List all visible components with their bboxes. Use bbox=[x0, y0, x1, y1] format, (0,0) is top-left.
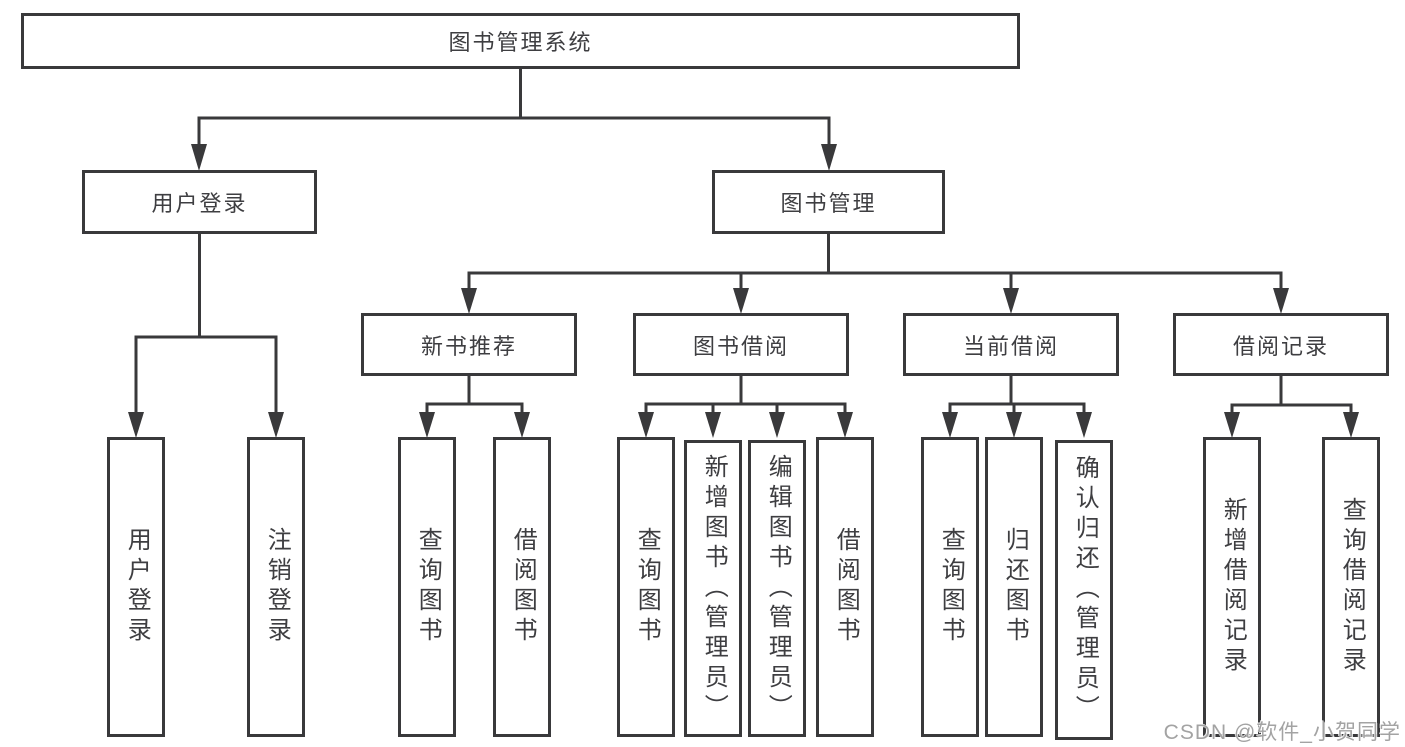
node-book-borrow: 图书借阅 bbox=[633, 313, 849, 376]
node-label: 借阅图书 bbox=[832, 527, 860, 647]
leaf-query-borrow-record: 查询借阅记录 bbox=[1322, 437, 1380, 737]
node-label: 用户登录 bbox=[123, 527, 151, 647]
node-label: 图书管理 bbox=[780, 191, 877, 216]
leaf-borrow-book: 借阅图书 bbox=[816, 437, 874, 737]
leaf-logout: 注销登录 bbox=[247, 437, 305, 737]
node-label: 新书推荐 bbox=[420, 333, 517, 359]
node-label: 确认归还（管理员） bbox=[1071, 455, 1099, 725]
leaf-query-book-borrow: 查询图书 bbox=[617, 437, 675, 737]
node-label: 用户登录 bbox=[151, 191, 248, 216]
node-label: 图书借阅 bbox=[692, 333, 789, 359]
leaf-add-borrow-record: 新增借阅记录 bbox=[1203, 437, 1261, 737]
node-new-book-recommend: 新书推荐 bbox=[361, 313, 577, 376]
leaf-borrow-book-recommend: 借阅图书 bbox=[493, 437, 551, 737]
node-label: 查询图书 bbox=[633, 527, 661, 647]
leaf-query-book-current: 查询图书 bbox=[921, 437, 979, 737]
node-label: 查询图书 bbox=[414, 527, 442, 647]
leaf-confirm-return-admin: 确认归还（管理员） bbox=[1055, 440, 1113, 740]
node-label: 归还图书 bbox=[1001, 527, 1029, 647]
node-label: 查询借阅记录 bbox=[1338, 497, 1366, 677]
node-label: 借阅记录 bbox=[1232, 333, 1329, 359]
node-label: 新增借阅记录 bbox=[1219, 497, 1247, 677]
leaf-edit-book-admin: 编辑图书（管理员） bbox=[748, 440, 806, 737]
node-label: 编辑图书（管理员） bbox=[764, 453, 792, 724]
node-label: 注销登录 bbox=[263, 527, 291, 647]
node-label: 查询图书 bbox=[937, 527, 965, 647]
watermark: CSDN @软件_小贺同学 bbox=[1163, 721, 1401, 744]
leaf-user-login: 用户登录 bbox=[107, 437, 165, 737]
node-book-management: 图书管理 bbox=[712, 170, 945, 234]
node-borrow-records: 借阅记录 bbox=[1173, 313, 1389, 376]
leaf-return-book: 归还图书 bbox=[985, 437, 1043, 737]
node-library-management-system: 图书管理系统 bbox=[21, 13, 1020, 69]
node-label: 图书管理系统 bbox=[448, 30, 593, 55]
node-label: 当前借阅 bbox=[962, 333, 1059, 359]
node-user-login: 用户登录 bbox=[82, 170, 317, 234]
leaf-query-book-recommend: 查询图书 bbox=[398, 437, 456, 737]
node-label: 新增图书（管理员） bbox=[700, 453, 728, 724]
leaf-add-book-admin: 新增图书（管理员） bbox=[684, 440, 742, 737]
node-current-borrow: 当前借阅 bbox=[903, 313, 1119, 376]
node-label: 借阅图书 bbox=[509, 527, 537, 647]
